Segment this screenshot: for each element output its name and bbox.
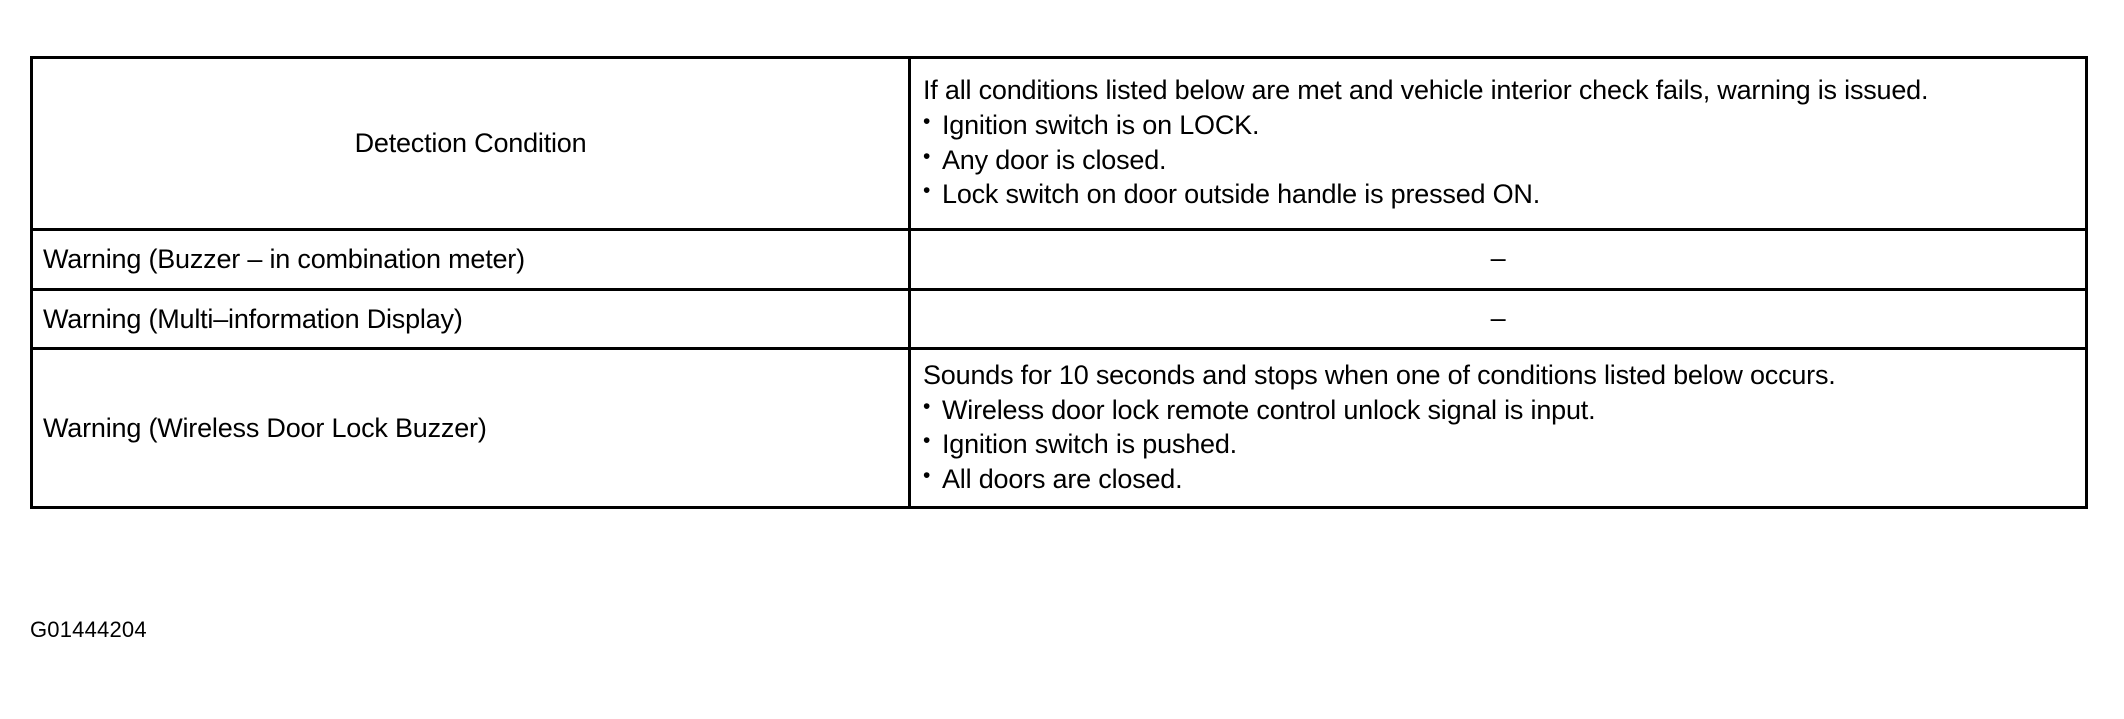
row-value-warning-wireless-door-lock-buzzer: Sounds for 10 seconds and stops when one…	[911, 350, 2085, 506]
table-row: Detection Condition If all conditions li…	[30, 56, 2088, 231]
row-value-warning-multi-information-display: –	[1490, 302, 1506, 333]
value-intro-text: Sounds for 10 seconds and stops when one…	[923, 360, 1836, 391]
figure-id-caption: G01444204	[30, 617, 147, 642]
specification-table: Detection Condition If all conditions li…	[30, 56, 2088, 510]
row-label-warning-multi-information-display: Warning (Multi–information Display)	[43, 303, 463, 334]
value-bullet-list: Ignition switch is on LOCK. Any door is …	[923, 107, 2073, 212]
list-item: Wireless door lock remote control unlock…	[923, 392, 2073, 428]
value-bullet-list: Wireless door lock remote control unlock…	[923, 392, 2073, 497]
table-cell-value: –	[908, 287, 2088, 351]
row-label-detection-condition: Detection Condition	[354, 128, 587, 159]
list-item: All doors are closed.	[923, 461, 2073, 497]
row-label-warning-wireless-door-lock-buzzer: Warning (Wireless Door Lock Buzzer)	[43, 412, 487, 443]
value-intro-text: If all conditions listed below are met a…	[923, 75, 1929, 106]
list-item: Ignition switch is on LOCK.	[923, 107, 2073, 143]
table-cell-label: Warning (Wireless Door Lock Buzzer)	[30, 347, 911, 510]
table-cell-value: If all conditions listed below are met a…	[908, 56, 2088, 231]
row-label-warning-buzzer-combination-meter: Warning (Buzzer – in combination meter)	[43, 244, 525, 274]
row-value-detection-condition: If all conditions listed below are met a…	[911, 65, 2085, 221]
table-row: Warning (Wireless Door Lock Buzzer) Soun…	[30, 347, 2088, 510]
row-value-warning-buzzer-combination-meter: –	[1490, 243, 1506, 273]
list-item: Any door is closed.	[923, 142, 2073, 178]
list-item: Ignition switch is pushed.	[923, 426, 2073, 462]
table-cell-value: –	[908, 228, 2088, 291]
table-cell-value: Sounds for 10 seconds and stops when one…	[908, 347, 2088, 510]
list-item: Lock switch on door outside handle is pr…	[923, 176, 2073, 212]
table-cell-label: Warning (Buzzer – in combination meter)	[30, 228, 911, 291]
table-cell-label: Detection Condition	[30, 56, 911, 231]
table-cell-label: Warning (Multi–information Display)	[30, 287, 911, 351]
table-row: Warning (Buzzer – in combination meter) …	[30, 228, 2088, 291]
table-row: Warning (Multi–information Display) –	[30, 287, 2088, 351]
